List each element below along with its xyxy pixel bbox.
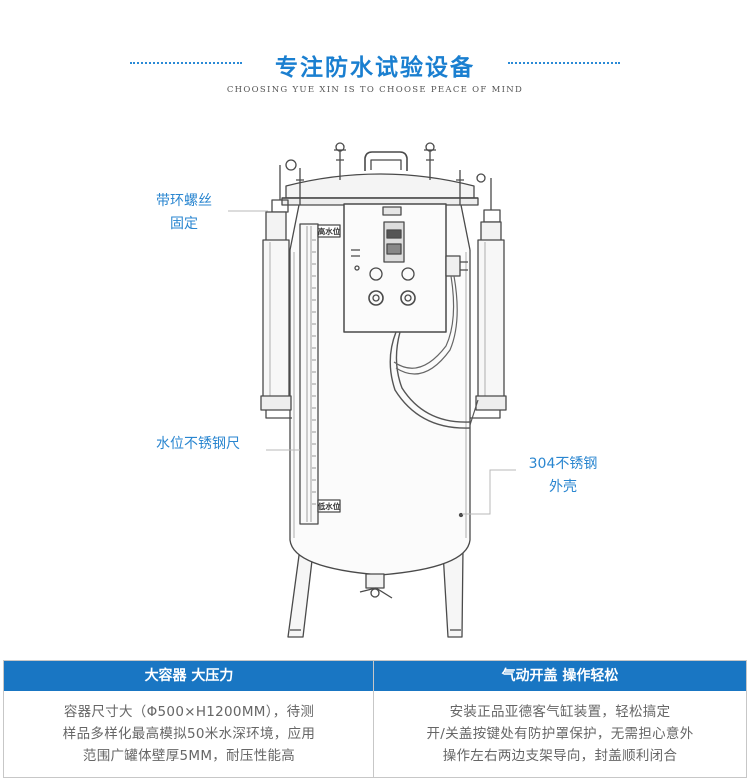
feature-capacity-line1: 容器尺寸大（Φ500×H1200MM），待测 <box>63 704 315 720</box>
feature-pneumatic-line1: 安装正品亚德客气缸装置，轻松搞定 <box>449 704 671 720</box>
feature-heading-capacity: 大容器 大压力 <box>144 668 234 684</box>
pressure-tank-illustration: 高水位 低水位 <box>228 142 516 638</box>
column-divider <box>373 661 374 777</box>
gauge-label-high: 高水位 <box>318 226 341 236</box>
feature-table: 大容器 大压力 气动开盖 操作轻松 容器尺寸大（Φ500×H1200MM），待测… <box>3 660 747 778</box>
feature-capacity-line3: 范围广罐体壁厚5MM，耐压性能高 <box>82 748 296 764</box>
page-subtitle: CHOOSING YUE XIN IS TO CHOOSE PEACE OF M… <box>226 85 524 95</box>
feature-pneumatic-line2: 开/关盖按键处有防护罩保护，无需担心意外 <box>426 726 694 742</box>
callout-shell: 304不锈钢 外壳 <box>518 453 608 499</box>
title-dots-right <box>508 62 620 64</box>
feature-table-header: 大容器 大压力 气动开盖 操作轻松 <box>4 661 746 691</box>
header: 专注防水试验设备 CHOOSING YUE XIN IS TO CHOOSE P… <box>0 40 750 100</box>
feature-heading-pneumatic: 气动开盖 操作轻松 <box>501 668 619 684</box>
callout-shell-line2: 外壳 <box>549 479 577 495</box>
feature-capacity-line2: 样品多样化最高模拟50米水深环境，应用 <box>62 726 316 742</box>
page-title: 专注防水试验设备 <box>275 55 475 81</box>
callout-ring-screw: 带环螺丝 固定 <box>140 190 228 236</box>
feature-text-pneumatic: 安装正品亚德客气缸装置，轻松搞定 开/关盖按键处有防护罩保护，无需担心意外 操作… <box>374 701 746 767</box>
callout-shell-line1: 304不锈钢 <box>528 456 598 472</box>
feature-pneumatic-line3: 操作左右两边支架导向，封盖顺利闭合 <box>442 748 678 764</box>
callout-ring-screw-line1: 带环螺丝 <box>156 193 212 209</box>
callout-ring-screw-line2: 固定 <box>170 216 198 232</box>
title-dots-left <box>130 62 242 64</box>
gauge-label-low: 低水位 <box>317 501 341 511</box>
feature-text-capacity: 容器尺寸大（Φ500×H1200MM），待测 样品多样化最高模拟50米水深环境，… <box>4 701 374 767</box>
callout-water-gauge: 水位不锈钢尺 <box>156 436 240 452</box>
